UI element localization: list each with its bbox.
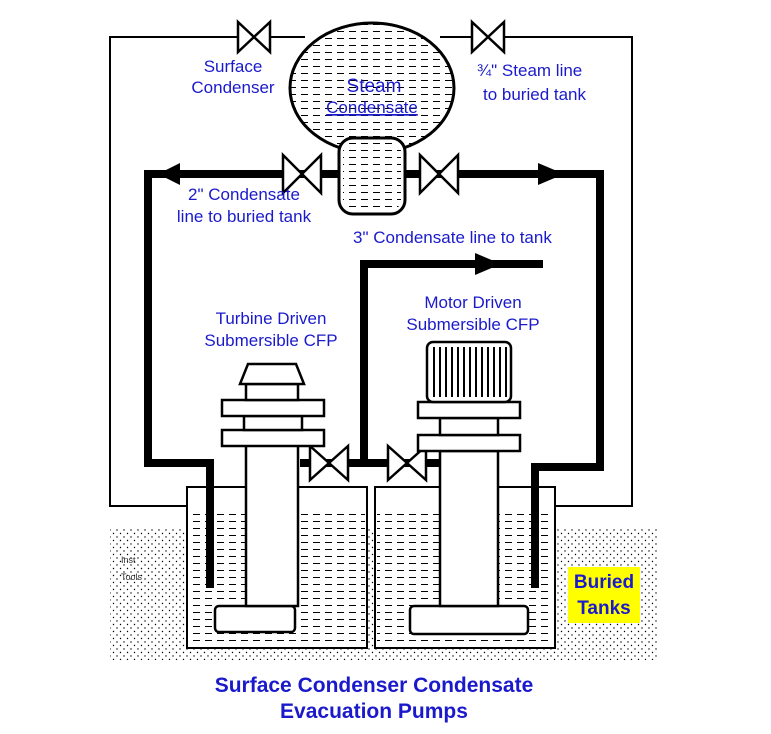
motor-driven-pump	[408, 340, 530, 636]
diagram-title-line-2: Evacuation Pumps	[280, 700, 468, 723]
turbine-pump-label-2: Submersible CFP	[204, 331, 337, 350]
motor-pump-label-1: Motor Driven	[424, 293, 521, 312]
valve-condensate-right	[418, 151, 460, 197]
steam-lines	[109, 36, 633, 507]
condensate-label: Condensate	[326, 98, 418, 117]
flow-arrow-3in-icon	[475, 253, 501, 275]
buried-tanks-highlight	[568, 567, 640, 623]
buried-tanks-label-1: Buried	[574, 572, 634, 593]
condensate-2in-label-2: line to buried tank	[177, 207, 312, 226]
steam-line-label-1: ¾" Steam line	[477, 61, 582, 80]
steam-line-label-2: to buried tank	[483, 85, 587, 104]
motor-pump-label-2: Submersible CFP	[406, 315, 539, 334]
valve-motor-discharge	[386, 443, 428, 483]
turbine-pump-label-1: Turbine Driven	[216, 309, 327, 328]
valve-steam-right	[470, 19, 506, 55]
buried-tanks-label-2: Tanks	[577, 598, 631, 619]
inst-tools-label-2: Tools	[121, 572, 143, 582]
surface-condenser-label-2: Condenser	[191, 78, 275, 97]
flow-arrow-right-icon	[538, 163, 564, 185]
valve-condensate-2in	[281, 151, 323, 197]
condensate-3in-label: 3" Condensate line to tank	[353, 228, 552, 247]
steam-label: Steam	[347, 76, 402, 97]
diagram-title-line-1: Surface Condenser Condensate	[215, 674, 534, 697]
turbine-driven-pump	[213, 362, 326, 634]
condensate-2in-label-1: 2" Condensate	[188, 185, 300, 204]
valve-steam-left	[236, 19, 272, 55]
inst-tools-label-1: Inst	[121, 555, 136, 565]
flow-arrow-left-icon	[158, 163, 180, 185]
valve-turbine-discharge	[308, 443, 350, 483]
surface-condenser	[288, 21, 456, 216]
surface-condenser-label-1: Surface	[204, 57, 263, 76]
